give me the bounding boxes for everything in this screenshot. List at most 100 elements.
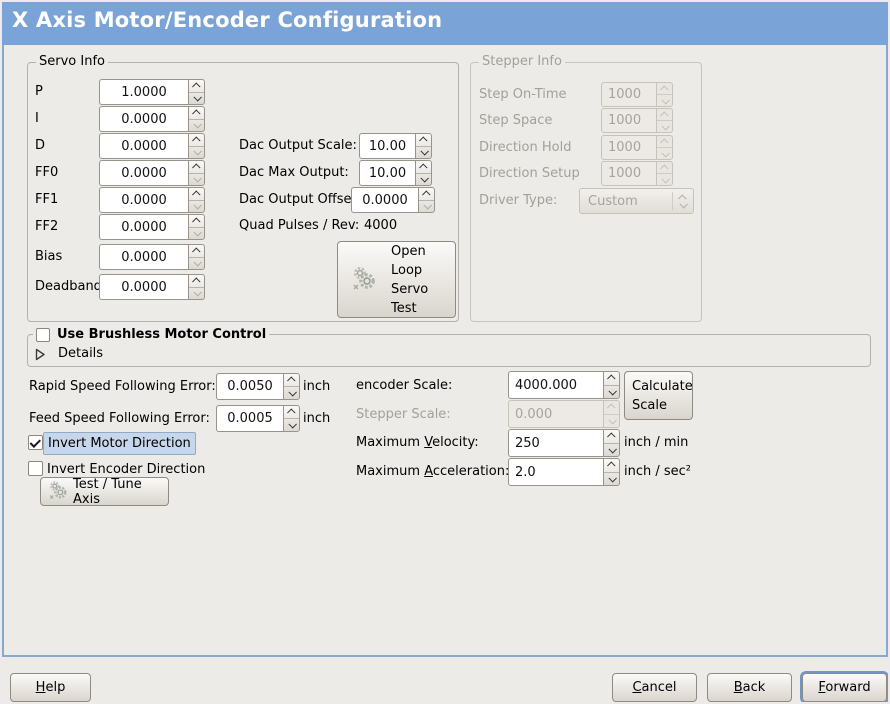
encoder-scale-input[interactable]: 4000.000 [508, 371, 603, 399]
direction-setup-spin-buttons [656, 161, 673, 186]
dac-max-output-label: Dac Max Output: [239, 165, 349, 180]
deadband-input[interactable]: 0.0000 [99, 274, 188, 300]
deadband-spinbox[interactable]: 0.0000 [99, 274, 205, 300]
dac-max-output-input[interactable]: 10.00 [359, 160, 415, 186]
cancel-label: Cancel [632, 680, 677, 695]
open-loop-servo-test-button[interactable]: Open Loop Servo Test [337, 241, 456, 318]
feed-following-error-input[interactable]: 0.0005 [216, 405, 283, 432]
ff1-input[interactable]: 0.0000 [99, 187, 188, 213]
driver-type-combobox: Custom [579, 188, 694, 214]
ff2-spinbox[interactable]: 0.0000 [99, 214, 205, 240]
i-input[interactable]: 0.0000 [99, 106, 188, 132]
invert-motor-label[interactable]: Invert Motor Direction [43, 432, 196, 455]
stepper-scale-label: Stepper Scale: [356, 407, 451, 422]
ff1-spin-buttons[interactable] [188, 187, 205, 213]
use-brushless-label[interactable]: Use Brushless Motor Control [57, 327, 267, 342]
step-space-spin-buttons [656, 108, 673, 133]
driver-type-label: Driver Type: [479, 193, 558, 208]
dac-output-offset-input[interactable]: 0.0000 [351, 187, 418, 213]
details-label[interactable]: Details [58, 346, 104, 361]
rapid-following-error-spin-buttons[interactable] [283, 373, 300, 400]
i-spinbox[interactable]: 0.0000 [99, 106, 205, 132]
stepper-info-legend: Stepper Info [479, 54, 565, 69]
servo-info-frame: Servo Info [27, 54, 459, 322]
forward-button[interactable]: Forward [802, 673, 887, 702]
ff0-spin-buttons[interactable] [188, 160, 205, 186]
maximum-velocity-spin-buttons[interactable] [603, 429, 620, 457]
help-button[interactable]: Help [10, 673, 91, 702]
maximum-acceleration-input[interactable]: 2.0 [508, 458, 603, 486]
maximum-velocity-spinbox[interactable]: 250 [508, 429, 620, 457]
d-input[interactable]: 0.0000 [99, 133, 188, 159]
ff2-input[interactable]: 0.0000 [99, 214, 188, 240]
bias-input[interactable]: 0.0000 [99, 244, 188, 270]
deadband-label: Deadband [35, 279, 102, 294]
brushless-frame: Use Brushless Motor Control Details [27, 327, 871, 367]
step-on-time-spinbox: 1000 [601, 82, 673, 107]
back-label: Back [733, 680, 766, 695]
details-expander-icon[interactable] [34, 346, 46, 361]
bias-spin-buttons[interactable] [188, 244, 205, 270]
invert-motor-checkbox[interactable] [28, 435, 43, 450]
ff1-label: FF1 [35, 192, 59, 207]
p-spin-buttons[interactable] [188, 79, 205, 105]
open-loop-servo-test-label: Open Loop Servo Test [391, 243, 429, 316]
back-button[interactable]: Back [707, 673, 792, 702]
i-label: I [35, 111, 39, 126]
step-space-spinbox: 1000 [601, 108, 673, 133]
servo-info-legend: Servo Info [36, 54, 108, 69]
dac-max-output-spinbox[interactable]: 10.00 [359, 160, 432, 186]
calculate-scale-label: Calculate Scale [632, 378, 693, 413]
feed-following-error-spin-buttons[interactable] [283, 405, 300, 432]
maximum-acceleration-spinbox[interactable]: 2.0 [508, 458, 620, 486]
dac-output-scale-spin-buttons[interactable] [415, 133, 432, 159]
dac-output-scale-input[interactable]: 10.00 [359, 133, 415, 159]
feed-following-error-spinbox[interactable]: 0.0005 [216, 405, 300, 432]
combo-arrows-icon [673, 193, 693, 209]
content-panel [2, 45, 888, 657]
maximum-velocity-input[interactable]: 250 [508, 429, 603, 457]
encoder-scale-spin-buttons[interactable] [603, 371, 620, 399]
bias-label: Bias [35, 249, 63, 264]
dac-output-offset-spin-buttons[interactable] [418, 187, 435, 213]
ff2-spin-buttons[interactable] [188, 214, 205, 240]
deadband-spin-buttons[interactable] [188, 274, 205, 300]
driver-type-value: Custom [588, 193, 638, 209]
direction-hold-spin-buttons [656, 135, 673, 160]
d-spinbox[interactable]: 0.0000 [99, 133, 205, 159]
dac-output-offset-spinbox[interactable]: 0.0000 [351, 187, 435, 213]
encoder-scale-spinbox[interactable]: 4000.000 [508, 371, 620, 399]
rapid-following-error-spinbox[interactable]: 0.0050 [216, 373, 300, 400]
maximum-acceleration-spin-buttons[interactable] [603, 458, 620, 486]
dac-max-output-spin-buttons[interactable] [415, 160, 432, 186]
dac-output-offset-label: Dac Output Offset: [239, 192, 361, 207]
ff0-input[interactable]: 0.0000 [99, 160, 188, 186]
invert-encoder-checkbox[interactable] [28, 461, 43, 476]
ff0-spinbox[interactable]: 0.0000 [99, 160, 205, 186]
p-input[interactable]: 1.0000 [99, 79, 188, 105]
dac-output-scale-spinbox[interactable]: 10.00 [359, 133, 432, 159]
p-spinbox[interactable]: 1.0000 [99, 79, 205, 105]
test-tune-axis-label: Test / Tune Axis [73, 476, 142, 507]
ff1-spinbox[interactable]: 0.0000 [99, 187, 205, 213]
rapid-following-error-input[interactable]: 0.0050 [216, 373, 283, 400]
stepper-info-frame: Stepper Info [470, 54, 702, 322]
invert-encoder-label[interactable]: Invert Encoder Direction [47, 462, 206, 477]
i-spin-buttons[interactable] [188, 106, 205, 132]
cancel-button[interactable]: Cancel [612, 673, 697, 702]
use-brushless-checkbox[interactable] [36, 327, 50, 342]
test-tune-axis-button[interactable]: Test / Tune Axis [40, 476, 169, 507]
direction-setup-input: 1000 [601, 161, 656, 186]
title-bar: X Axis Motor/Encoder Configuration [2, 2, 888, 45]
rapid-following-error-label: Rapid Speed Following Error: [29, 379, 216, 394]
d-spin-buttons[interactable] [188, 133, 205, 159]
step-on-time-input: 1000 [601, 82, 656, 107]
d-label: D [35, 138, 46, 153]
dac-output-scale-label: Dac Output Scale: [239, 138, 357, 153]
feed-following-error-unit: inch [303, 411, 331, 426]
bias-spinbox[interactable]: 0.0000 [99, 244, 205, 270]
direction-setup-label: Direction Setup [479, 166, 580, 181]
calculate-scale-button[interactable]: Calculate Scale [624, 371, 693, 420]
gears-icon [47, 479, 69, 505]
